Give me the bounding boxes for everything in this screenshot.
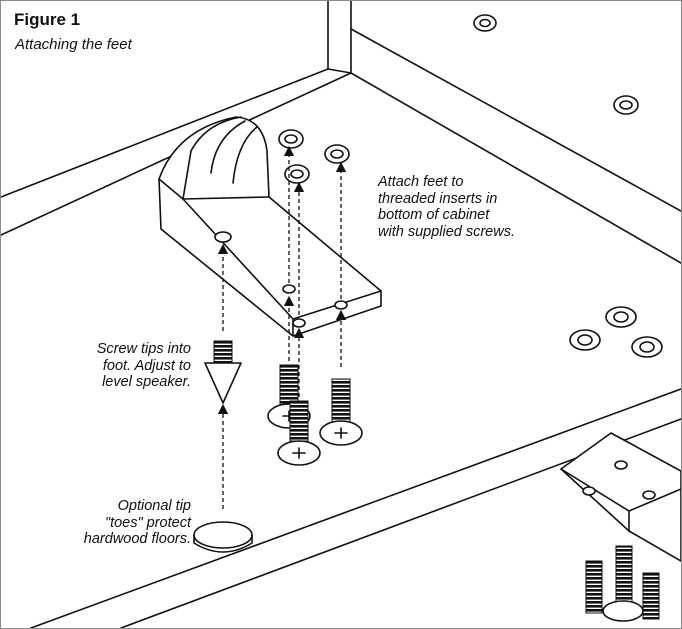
- callout-line: foot. Adjust to: [102, 357, 191, 374]
- callout-screw-tips: Screw tips into foot. Adjust to level sp…: [41, 341, 191, 391]
- callout-line: threaded inserts in: [378, 190, 498, 207]
- callout-tip-toes: Optional tip "toes" protect hardwood flo…: [41, 498, 191, 548]
- figure-title: Figure 1: [14, 10, 81, 29]
- spike-tip: [204, 340, 242, 404]
- callout-line: bottom of cabinet: [378, 207, 490, 224]
- figure-subtitle: Attaching the feet: [15, 36, 132, 53]
- guide-arrows: [217, 145, 347, 509]
- callout-line: Optional tip: [117, 498, 191, 514]
- callout-line: "toes" protect: [104, 514, 191, 531]
- speaker-foot: [158, 116, 382, 337]
- foot-screws: [267, 364, 363, 466]
- callout-line: Screw tips into: [96, 341, 191, 357]
- callout-attach-feet: Attach feet to threaded inserts in botto…: [378, 174, 515, 241]
- second-foot: [560, 432, 681, 622]
- toe-disc: [193, 521, 253, 553]
- callout-line: hardwood floors.: [83, 531, 191, 548]
- callout-line: level speaker.: [102, 374, 191, 391]
- callout-line: Attach feet to: [378, 174, 464, 190]
- callout-line: with supplied screws.: [378, 224, 515, 241]
- threaded-inserts: [278, 14, 663, 358]
